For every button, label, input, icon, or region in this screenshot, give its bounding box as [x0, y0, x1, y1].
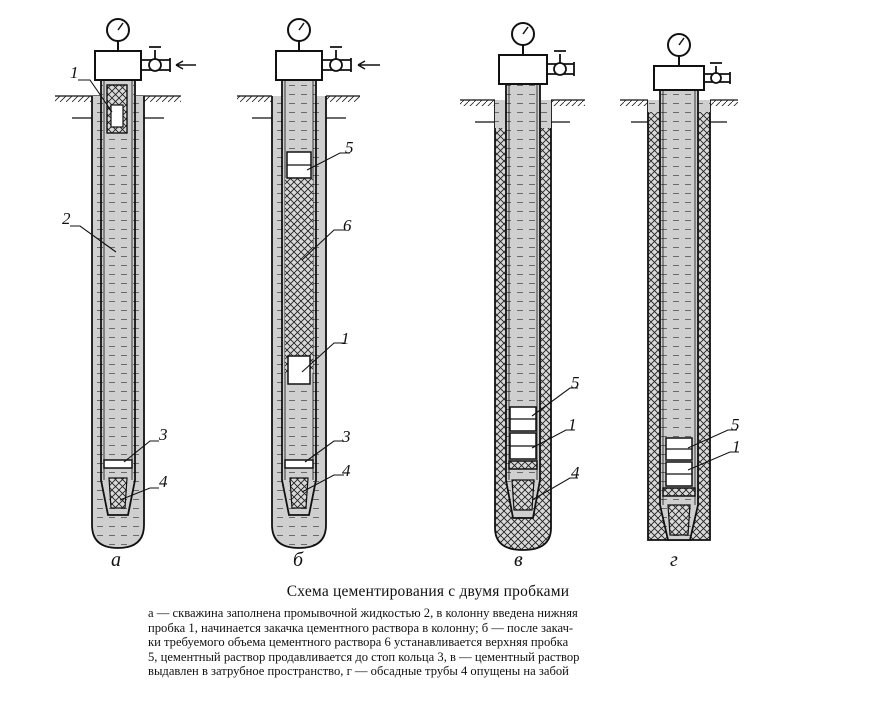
casing-shoe [511, 479, 535, 511]
stop-ring [508, 460, 538, 470]
panel-a: 1 2 3 4 а [55, 18, 196, 571]
lower-plug [287, 355, 311, 385]
callout-number: 4 [571, 463, 580, 482]
callout-number: 1 [732, 437, 741, 456]
callout-leaders [70, 79, 159, 501]
callout-number: 1 [70, 63, 79, 82]
flow-arrow-icon [357, 60, 380, 70]
panel-label: г [670, 549, 678, 571]
callout-number: 1 [341, 329, 350, 348]
callout-number: 5 [571, 373, 580, 392]
caption-line: ки требуемого объема цементного раствора… [148, 635, 569, 649]
callout-number: 5 [345, 138, 354, 157]
caption-line: а — скважина заполнена промывочной жидко… [148, 606, 578, 620]
casing-shoe [289, 477, 309, 509]
stop-ring [103, 459, 133, 469]
callout-leaders [687, 429, 739, 471]
callout-leaders [531, 387, 578, 501]
callout-number: 5 [731, 415, 740, 434]
panel-label: б [293, 549, 304, 571]
cementing-head [498, 22, 575, 85]
caption-line: пробка 1, начинается закачка цементного … [148, 620, 574, 635]
stop-ring [284, 459, 314, 469]
panel-g: 5 1 г [620, 33, 741, 571]
cementing-diagram: 1 2 3 4 а [55, 18, 741, 571]
callout-number: 3 [158, 425, 168, 444]
panel-b: 5 6 1 3 4 б [237, 18, 380, 571]
casing-shoe [667, 504, 691, 536]
callout-number: 1 [568, 415, 577, 434]
callout-number: 3 [341, 427, 351, 446]
panel-label: а [111, 549, 121, 571]
callout-number: 4 [342, 461, 351, 480]
panel-label: в [514, 549, 523, 571]
stop-ring [662, 487, 696, 497]
callout-leaders [301, 152, 350, 493]
figure-caption: Схема цементирования с двумя пробками а … [148, 583, 708, 679]
cementing-head [275, 18, 380, 81]
flow-arrow-icon [175, 60, 196, 70]
cementing-head [653, 33, 731, 91]
callout-number: 2 [62, 209, 71, 228]
cementing-head [94, 18, 196, 81]
cement-slurry [285, 178, 313, 373]
casing-shoe [108, 477, 128, 509]
caption-line: 5, цементный раствор продавливается до с… [148, 649, 580, 664]
callout-number: 6 [343, 216, 352, 235]
panel-v: 5 1 4 в [460, 22, 585, 571]
callout-number: 4 [159, 472, 168, 491]
caption-line: выдавлен в затрубное пространство, г — о… [148, 664, 569, 678]
casing-pipe [100, 79, 136, 516]
caption-title: Схема цементирования с двумя пробками [286, 583, 570, 600]
